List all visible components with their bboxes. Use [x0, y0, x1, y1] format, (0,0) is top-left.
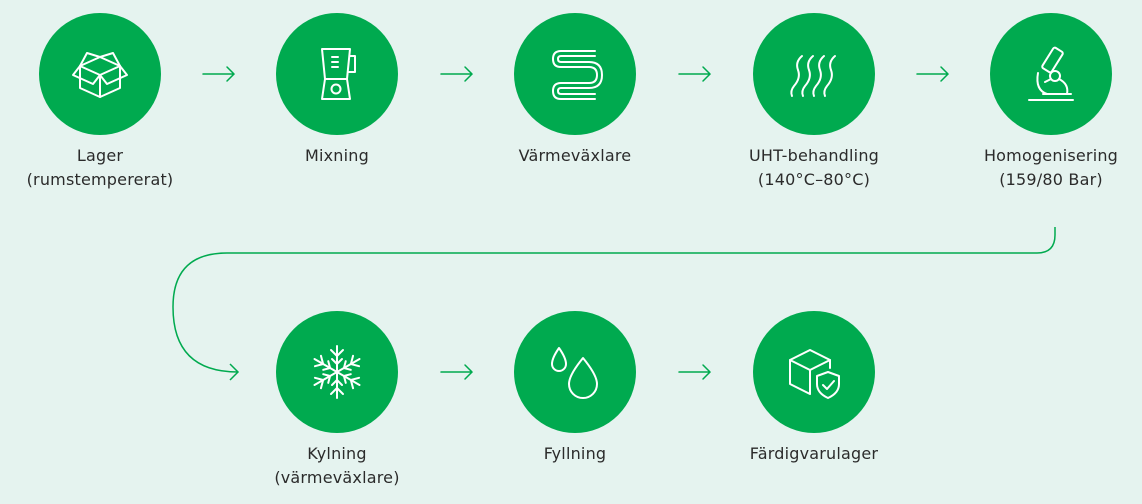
step-title: UHT-behandling [748, 146, 880, 165]
step-title: Färdigvarulager [749, 444, 879, 463]
step-label: Värmeväxlare [475, 144, 675, 168]
step-label: Mixning [237, 144, 437, 168]
step-circle [753, 13, 875, 135]
step-detail: (värmeväxlare) [274, 468, 400, 487]
microscope-icon [1028, 46, 1074, 101]
step-label: Kylning (värmeväxlare) [237, 442, 437, 490]
arrow-right-icon [916, 66, 950, 82]
arrow-right-icon [440, 66, 474, 82]
box-icon [72, 52, 128, 98]
heat-exchanger-icon [551, 50, 604, 100]
step-circle [753, 311, 875, 433]
heat-waves-icon [790, 55, 836, 97]
step-title: Värmeväxlare [518, 146, 632, 165]
snowflake-icon [310, 345, 364, 399]
arrow-right-icon [678, 66, 712, 82]
step-detail: (rumstempererat) [26, 170, 174, 189]
step-detail: (159/80 Bar) [999, 170, 1103, 189]
step-title: Lager [76, 146, 124, 165]
step-label: Lager (rumstempererat) [0, 144, 200, 192]
step-title: Kylning [307, 444, 367, 463]
step-circle [990, 13, 1112, 135]
step-label: Fyllning [475, 442, 675, 466]
step-label: Homogenisering (159/80 Bar) [951, 144, 1142, 192]
step-title: Homogenisering [983, 146, 1119, 165]
step-label: Färdigvarulager [714, 442, 914, 466]
step-label: UHT-behandling (140°C–80°C) [714, 144, 914, 192]
step-title: Mixning [304, 146, 369, 165]
box-shield-icon [789, 349, 840, 399]
arrow-right-icon [678, 364, 712, 380]
step-circle [276, 13, 398, 135]
step-title: Fyllning [543, 444, 607, 463]
step-circle [514, 311, 636, 433]
step-detail: (140°C–80°C) [757, 170, 871, 189]
arrow-right-icon [440, 364, 474, 380]
blender-icon [321, 48, 356, 100]
step-circle [514, 13, 636, 135]
step-circle [276, 311, 398, 433]
step-circle [39, 13, 161, 135]
drops-icon [551, 347, 598, 399]
arrow-right-icon [202, 66, 236, 82]
